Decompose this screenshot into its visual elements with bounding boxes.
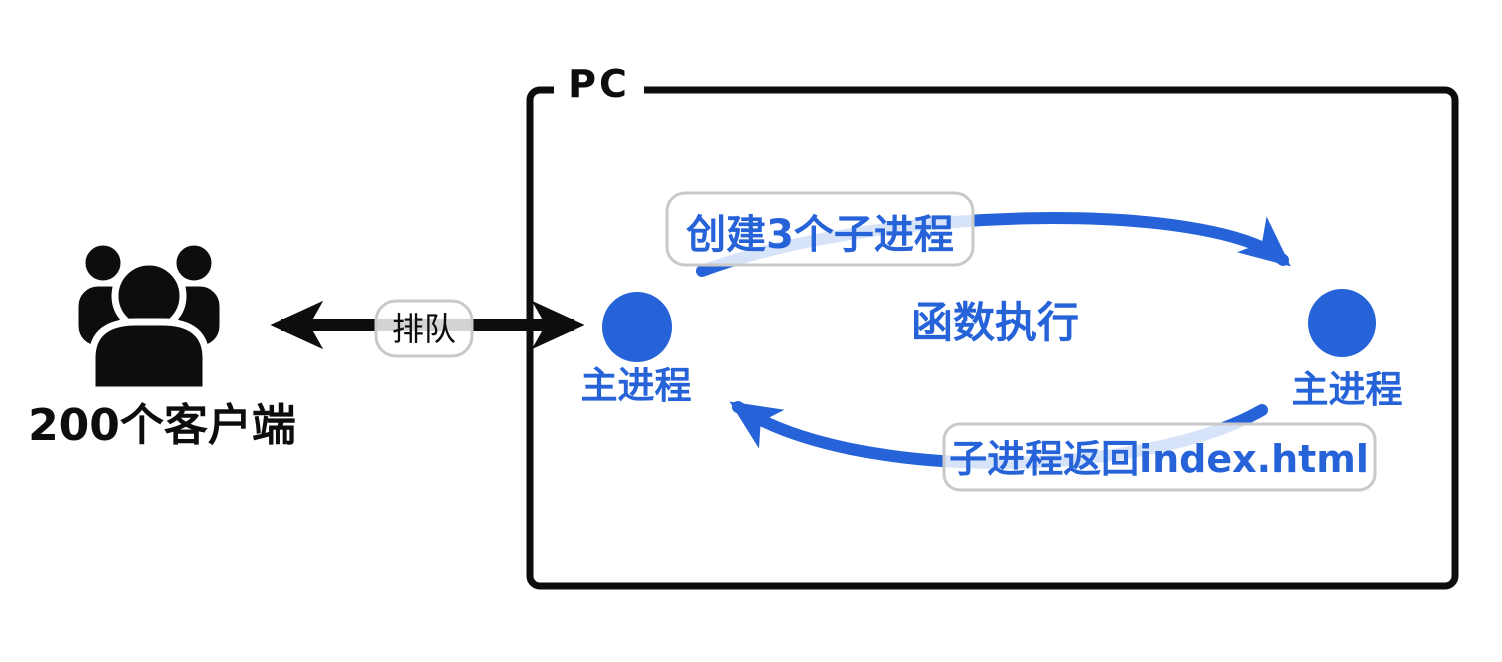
create-children-label: 创建3个子进程 <box>665 191 975 267</box>
queue-label: 排队 <box>392 310 456 348</box>
pc-box-title: PC <box>568 62 630 106</box>
queue-pill <box>374 299 474 358</box>
return-result-text: 子进程返回index.html <box>949 437 1369 481</box>
right-process-node: 主进程 <box>1292 289 1403 411</box>
clients-icon <box>73 240 225 394</box>
left-process-circle <box>602 292 672 362</box>
return-result-label: 子进程返回index.html <box>942 422 1377 492</box>
right-process-label: 主进程 <box>1292 368 1403 411</box>
pc-title-gap <box>554 78 644 102</box>
person-front-body <box>88 318 210 394</box>
function-exec-caption: 函数执行 <box>911 298 1079 347</box>
queue-arrow-group: 排队 <box>270 299 585 358</box>
left-process-label: 主进程 <box>581 364 692 407</box>
create-children-pill <box>665 191 975 267</box>
return-result-pill <box>942 422 1377 492</box>
clients-caption: 200个客户端 <box>28 400 296 451</box>
left-process-node: 主进程 <box>581 292 692 407</box>
right-process-circle <box>1308 289 1376 357</box>
create-children-text: 创建3个子进程 <box>686 212 954 258</box>
